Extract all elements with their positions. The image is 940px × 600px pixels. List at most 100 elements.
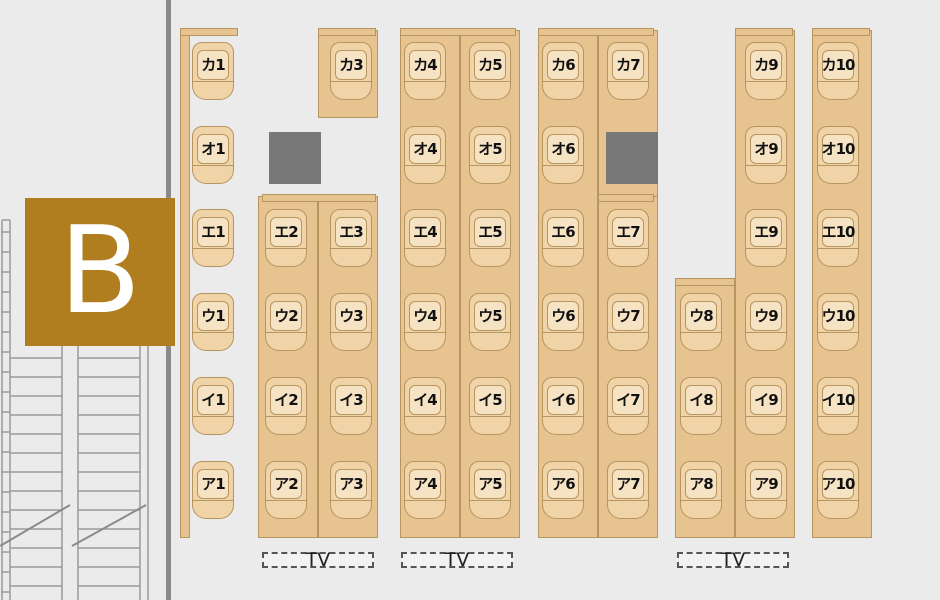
- seat-cushion: [822, 134, 854, 164]
- seat[interactable]: ウ5: [466, 291, 514, 353]
- seat[interactable]: ア8: [677, 459, 725, 521]
- seat-base: [265, 333, 307, 351]
- seat-cushion: [822, 301, 854, 331]
- seat-base: [404, 417, 446, 435]
- seat[interactable]: ア9: [742, 459, 790, 521]
- seat[interactable]: ア2: [262, 459, 310, 521]
- seat[interactable]: ウ4: [401, 291, 449, 353]
- seat[interactable]: ア7: [604, 459, 652, 521]
- seat-label: イ9: [754, 391, 778, 409]
- seat[interactable]: ア5: [466, 459, 514, 521]
- seat[interactable]: カ1: [189, 40, 237, 102]
- seat[interactable]: ウ9: [742, 291, 790, 353]
- seat-cushion: [612, 469, 644, 499]
- seat-cushion: [335, 50, 367, 80]
- seat[interactable]: ウ2: [262, 291, 310, 353]
- seat-label: カ7: [616, 56, 640, 74]
- seat-cushion: [409, 469, 441, 499]
- seat[interactable]: エ6: [539, 207, 587, 269]
- table-edge: [598, 194, 654, 202]
- seat-cushion: [685, 469, 717, 499]
- seat[interactable]: オ5: [466, 124, 514, 186]
- seat-base: [192, 417, 234, 435]
- seat-cushion: [474, 217, 506, 247]
- seat[interactable]: カ4: [401, 40, 449, 102]
- seat[interactable]: カ7: [604, 40, 652, 102]
- seat[interactable]: イ7: [604, 375, 652, 437]
- seat-label: ア2: [274, 475, 298, 493]
- seat-base: [817, 417, 859, 435]
- seat-base: [817, 333, 859, 351]
- seat[interactable]: イ2: [262, 375, 310, 437]
- seat[interactable]: ウ3: [327, 291, 375, 353]
- seat[interactable]: ア6: [539, 459, 587, 521]
- seat-label: イ3: [339, 391, 363, 409]
- seat[interactable]: イ9: [742, 375, 790, 437]
- seat[interactable]: ア10: [814, 459, 862, 521]
- seat[interactable]: カ5: [466, 40, 514, 102]
- seat[interactable]: ア1: [189, 459, 237, 521]
- seat[interactable]: エ10: [814, 207, 862, 269]
- seat-base: [745, 333, 787, 351]
- seat-base: [542, 166, 584, 184]
- seat[interactable]: エ7: [604, 207, 652, 269]
- seat[interactable]: イ1: [189, 375, 237, 437]
- seat[interactable]: エ1: [189, 207, 237, 269]
- seat-cushion: [335, 469, 367, 499]
- seat-base: [745, 249, 787, 267]
- seat[interactable]: ア3: [327, 459, 375, 521]
- seat[interactable]: オ4: [401, 124, 449, 186]
- seat[interactable]: ウ8: [677, 291, 725, 353]
- seat[interactable]: オ10: [814, 124, 862, 186]
- seat[interactable]: イ3: [327, 375, 375, 437]
- seat[interactable]: イ6: [539, 375, 587, 437]
- seat[interactable]: エ9: [742, 207, 790, 269]
- seat-label: カ1: [201, 56, 225, 74]
- seat[interactable]: オ1: [189, 124, 237, 186]
- seat-label: カ3: [339, 56, 363, 74]
- seat[interactable]: エ5: [466, 207, 514, 269]
- seat[interactable]: カ3: [327, 40, 375, 102]
- seat[interactable]: オ6: [539, 124, 587, 186]
- stairs-icon: [0, 219, 149, 600]
- seat-label: ウ6: [551, 307, 575, 325]
- seat-cushion: [409, 217, 441, 247]
- seat[interactable]: エ3: [327, 207, 375, 269]
- seat-base: [817, 82, 859, 100]
- seat-base: [469, 417, 511, 435]
- seat-base: [469, 333, 511, 351]
- seat[interactable]: エ2: [262, 207, 310, 269]
- seat-cushion: [335, 301, 367, 331]
- seat[interactable]: ア4: [401, 459, 449, 521]
- seat[interactable]: イ10: [814, 375, 862, 437]
- seat[interactable]: イ5: [466, 375, 514, 437]
- seat[interactable]: カ9: [742, 40, 790, 102]
- pillar-block: [269, 132, 321, 184]
- seat[interactable]: エ4: [401, 207, 449, 269]
- seat-label: ウ2: [274, 307, 298, 325]
- seat-cushion: [197, 301, 229, 331]
- seat-cushion: [474, 301, 506, 331]
- seat[interactable]: イ4: [401, 375, 449, 437]
- seat[interactable]: ウ7: [604, 291, 652, 353]
- seat-cushion: [750, 217, 782, 247]
- seat-label: カ9: [754, 56, 778, 74]
- seat[interactable]: ウ10: [814, 291, 862, 353]
- seat-label: ウ1: [201, 307, 225, 325]
- seat-cushion: [335, 217, 367, 247]
- seat-base: [192, 333, 234, 351]
- seat-label: ウ9: [754, 307, 778, 325]
- seat[interactable]: ウ6: [539, 291, 587, 353]
- seat[interactable]: イ8: [677, 375, 725, 437]
- seat-cushion: [750, 469, 782, 499]
- seat[interactable]: ウ1: [189, 291, 237, 353]
- table-strip: [735, 30, 795, 538]
- seat-cushion: [612, 385, 644, 415]
- seat-label: オ9: [754, 140, 778, 158]
- seat-label: ウ4: [413, 307, 437, 325]
- seat[interactable]: カ10: [814, 40, 862, 102]
- seat[interactable]: カ6: [539, 40, 587, 102]
- seat-label: カ10: [821, 56, 856, 74]
- seat[interactable]: オ9: [742, 124, 790, 186]
- seat-label: カ4: [413, 56, 437, 74]
